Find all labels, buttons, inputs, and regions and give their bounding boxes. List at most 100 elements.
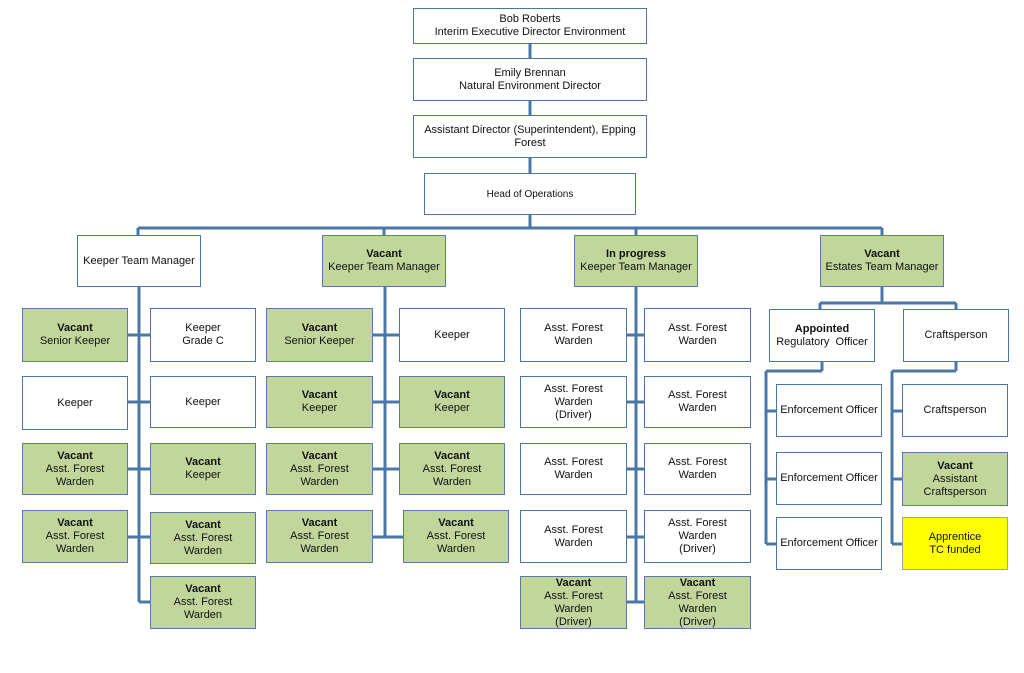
- org-box-status: Vacant: [185, 583, 221, 595]
- org-box-asst-forest-warden-driver: Vacant Asst. Forest Warden (Driver): [520, 576, 627, 629]
- org-box-note: (Driver): [679, 543, 716, 555]
- org-box-keeper-team-manager-3: In progress Keeper Team Manager: [574, 235, 698, 287]
- org-box-status: Vacant: [301, 517, 338, 529]
- org-box-keeper: Vacant Keeper: [150, 443, 256, 495]
- org-box-status: Vacant: [185, 456, 221, 468]
- org-box-assistant-craftsperson: Vacant Assistant Craftsperson: [902, 452, 1008, 506]
- org-box-status: Vacant: [301, 322, 338, 334]
- org-box-keeper: Keeper: [399, 308, 505, 362]
- org-box-title: Interim Executive Director Environment: [434, 26, 626, 38]
- org-box-note: (Driver): [679, 615, 716, 628]
- org-box-status: Vacant: [57, 322, 93, 334]
- org-box-title: Senior Keeper: [39, 335, 111, 347]
- org-box-status: Vacant: [57, 449, 93, 462]
- org-box-keeper-team-manager-2: Vacant Keeper Team Manager: [322, 235, 446, 287]
- org-box-status: Vacant: [937, 459, 973, 472]
- org-box-status: In progress: [606, 248, 666, 260]
- org-box-asst-forest-warden: Vacant Asst. Forest Warden: [266, 443, 373, 495]
- org-box-title: Keeper: [57, 396, 93, 409]
- org-box-asst-forest-warden: Vacant Asst. Forest Warden: [266, 510, 373, 563]
- org-box-asst-forest-warden: Vacant Asst. Forest Warden: [150, 576, 256, 629]
- org-box-title: Asst. Forest Warden: [290, 530, 349, 555]
- org-box-enforcement-officer: Enforcement Officer: [776, 517, 882, 570]
- org-box-title: Natural Environment Director: [459, 79, 601, 92]
- org-box-estates-team-manager: Vacant Estates Team Manager: [820, 235, 944, 287]
- org-box-assistant-director: Assistant Director (Superintendent), Epp…: [413, 115, 647, 158]
- org-box-status: Vacant: [185, 518, 221, 531]
- org-box-status: Appointed: [794, 322, 850, 335]
- org-box-status: Vacant: [438, 517, 474, 529]
- org-box-title: Craftsperson: [923, 404, 987, 416]
- org-box-keeper: Keeper: [150, 376, 256, 428]
- org-box-title: Keeper: [185, 395, 221, 408]
- org-box-title: Asst. Forest Warden: [45, 530, 105, 555]
- org-box-title: Keeper Team Manager: [580, 261, 692, 273]
- org-box-title: Asst. Forest Warden: [668, 389, 727, 414]
- org-box-title: Keeper: [301, 402, 338, 414]
- org-box-title: Keeper: [185, 469, 221, 481]
- org-box-asst-forest-warden-driver: Vacant Asst. Forest Warden (Driver): [644, 576, 751, 629]
- org-box-title: Asst. Forest Warden: [173, 596, 233, 621]
- org-box-status: Vacant: [301, 389, 338, 401]
- org-box-title: Asst. Forest Warden: [422, 462, 482, 488]
- org-box-enforcement-officer: Enforcement Officer: [776, 452, 882, 505]
- org-box-keeper-team-manager-1: Keeper Team Manager: [77, 235, 201, 287]
- org-box-title: Craftsperson: [924, 329, 988, 341]
- org-box-note: (Driver): [555, 408, 592, 421]
- org-box-enforcement-officer: Enforcement Officer: [776, 384, 882, 437]
- org-box-asst-forest-warden: Asst. Forest Warden: [644, 376, 751, 428]
- org-box-title: Asst. Forest Warden: [45, 462, 105, 488]
- org-box-executive-director: Bob Roberts Interim Executive Director E…: [413, 8, 647, 44]
- org-box-title: Enforcement Officer: [780, 404, 878, 416]
- org-box-title: Senior Keeper: [284, 335, 355, 347]
- org-box-asst-forest-warden: Asst. Forest Warden: [644, 308, 751, 362]
- org-box-title: Regulatory Officer: [776, 335, 868, 348]
- org-box-asst-forest-warden: Asst. Forest Warden: [520, 308, 627, 362]
- org-box-asst-forest-warden: Vacant Asst. Forest Warden: [22, 510, 128, 563]
- org-box-note: (Driver): [555, 615, 592, 628]
- org-box-keeper: Keeper: [22, 376, 128, 430]
- org-box-name: Bob Roberts: [499, 13, 561, 25]
- org-box-asst-forest-warden: Asst. Forest Warden: [520, 510, 627, 563]
- org-box-title: Asst. Forest Warden: [173, 531, 233, 557]
- org-box-keeper: Vacant Keeper: [399, 376, 505, 428]
- org-box-natural-environment-director: Emily Brennan Natural Environment Direct…: [413, 58, 647, 101]
- org-box-asst-forest-warden-driver: Asst. Forest Warden (Driver): [520, 376, 627, 428]
- org-box-status: Vacant: [366, 248, 402, 260]
- org-box-status: Vacant: [434, 389, 470, 401]
- org-box-title: Keeper Team Manager: [328, 261, 440, 273]
- org-box-status: Vacant: [301, 449, 338, 462]
- org-box-title: Asst. Forest Warden: [668, 517, 727, 542]
- org-box-asst-forest-warden: Vacant Asst. Forest Warden: [403, 510, 509, 563]
- org-box-title: Keeper: [434, 328, 470, 341]
- org-box-title: Keeper: [434, 402, 470, 414]
- org-box-asst-forest-warden: Vacant Asst. Forest Warden: [150, 512, 256, 564]
- org-box-title: Asst. Forest Warden: [668, 589, 727, 615]
- org-box-grade: Grade C: [182, 335, 224, 347]
- org-box-title: Assistant Director (Superintendent), Epp…: [424, 123, 636, 149]
- org-box-apprentice: Apprentice TC funded: [902, 517, 1008, 570]
- org-box-head-of-operations: Head of Operations: [424, 173, 636, 215]
- org-box-note: TC funded: [929, 543, 981, 556]
- org-box-title: Asst. Forest Warden: [668, 456, 727, 481]
- org-box-title: Asst. Forest Warden: [544, 322, 603, 347]
- org-box-title: Asst. Forest Warden: [544, 456, 603, 481]
- org-box-keeper-grade-c: Keeper Grade C: [150, 308, 256, 362]
- org-box-asst-forest-warden: Asst. Forest Warden: [520, 443, 627, 495]
- org-box-craftsperson: Craftsperson: [902, 384, 1008, 437]
- org-box-status: Vacant: [434, 449, 470, 462]
- org-box-asst-forest-warden: Vacant Asst. Forest Warden: [399, 443, 505, 495]
- org-box-title: Assistant Craftsperson: [923, 472, 987, 498]
- org-box-senior-keeper: Vacant Senior Keeper: [266, 308, 373, 362]
- org-box-asst-forest-warden: Vacant Asst. Forest Warden: [22, 443, 128, 495]
- org-box-title: Asst. Forest Warden: [544, 382, 603, 408]
- org-box-title: Asst. Forest Warden: [290, 462, 349, 488]
- org-box-name: Emily Brennan: [494, 66, 566, 79]
- org-box-title: Asst. Forest Warden: [544, 523, 603, 549]
- org-box-keeper: Vacant Keeper: [266, 376, 373, 428]
- org-box-asst-forest-warden-driver: Asst. Forest Warden (Driver): [644, 510, 751, 563]
- org-box-regulatory-officer: Appointed Regulatory Officer: [769, 309, 875, 362]
- org-box-title: Head of Operations: [486, 188, 574, 200]
